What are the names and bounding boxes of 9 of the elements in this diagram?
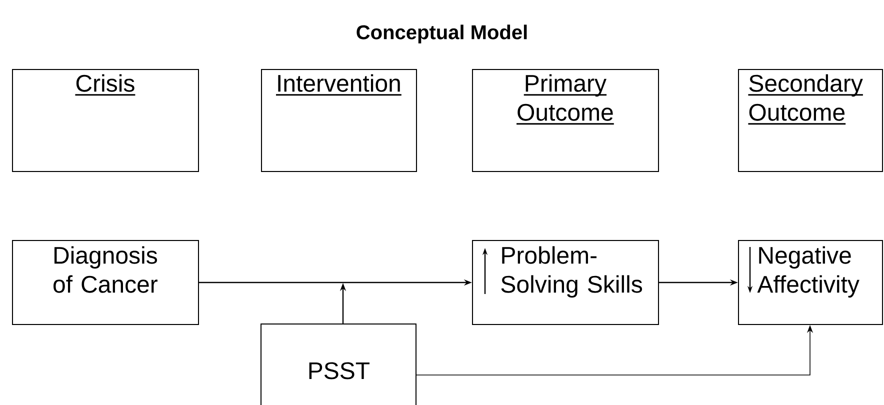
process-box: Diagnosis of Cancer (12, 240, 199, 325)
process-box: PSST (260, 324, 416, 405)
process-box: Negative Affectivity (738, 240, 883, 325)
title: Conceptual Model (356, 24, 527, 44)
column-header-box: Intervention (261, 69, 417, 172)
column-header-box: Primary Outcome (472, 69, 659, 172)
column-header-box: Crisis (12, 69, 199, 172)
column-header-box: Secondary Outcome (738, 69, 883, 172)
process-box: Problem-Solving Skills (472, 240, 659, 325)
